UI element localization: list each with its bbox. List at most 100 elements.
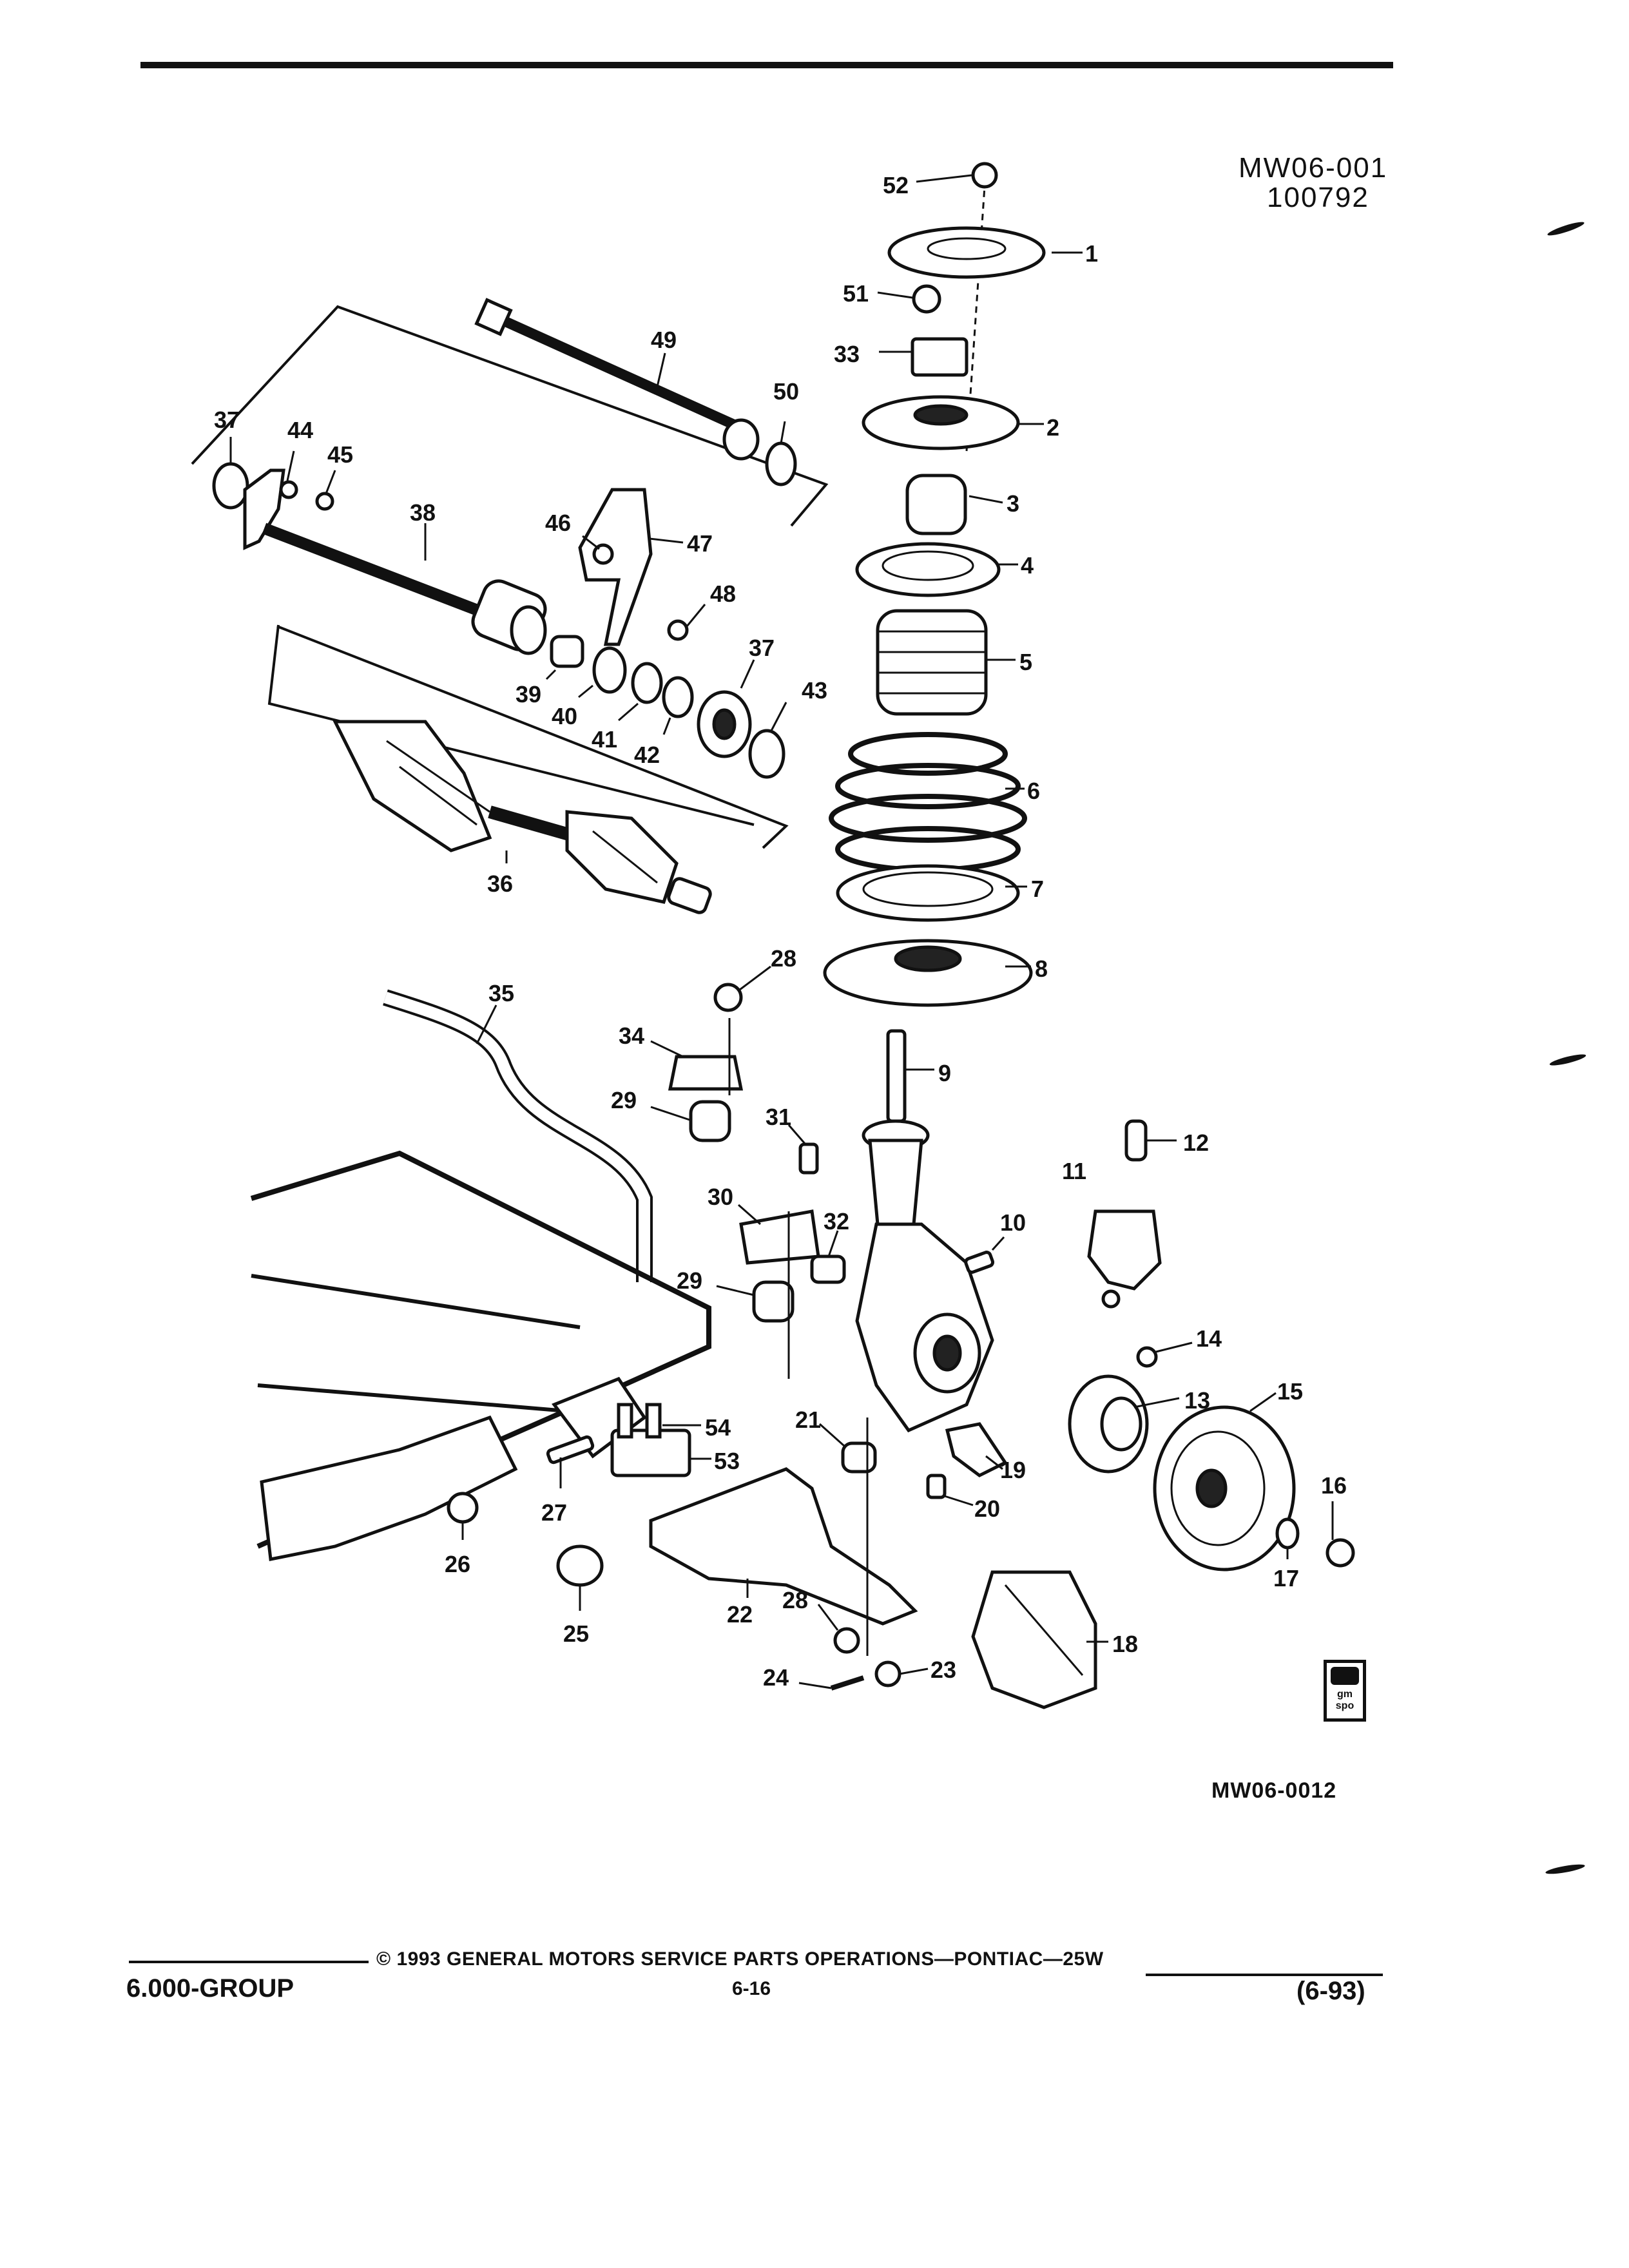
- part-42-ring: [662, 676, 694, 718]
- part-47-bracket: [578, 488, 653, 646]
- callout-5: 5: [1019, 649, 1032, 675]
- part-14-bolt: [1136, 1346, 1158, 1368]
- callout-15: 15: [1277, 1378, 1303, 1405]
- part-22-lower-control-arm: [649, 1467, 918, 1626]
- part-39-bushing: [550, 635, 584, 668]
- footer-date: (6-93): [1296, 1977, 1365, 2005]
- callout-33: 33: [834, 341, 860, 367]
- footer-rule-right: [1146, 1974, 1383, 1976]
- footer-rule-left: [129, 1961, 369, 1963]
- part-12-pin: [1124, 1119, 1148, 1162]
- callout-54: 54: [705, 1414, 731, 1441]
- part-40-washer: [592, 646, 627, 694]
- callout-6: 6: [1027, 778, 1040, 804]
- part-48-bolt: [667, 619, 689, 641]
- part-8-lower-seat: [823, 939, 1033, 1007]
- part-7-insulator: [836, 864, 1020, 922]
- part-28-nut-lower: [833, 1627, 860, 1654]
- footer-copyright: © 1993 GENERAL MOTORS SERVICE PARTS OPER…: [376, 1948, 1104, 1970]
- footer-page-number: 6-16: [732, 1978, 771, 1999]
- callout-1: 1: [1085, 240, 1098, 267]
- callout-28-upper: 28: [771, 945, 796, 972]
- callout-48: 48: [710, 581, 736, 607]
- callout-52: 52: [883, 172, 909, 198]
- callout-50: 50: [773, 378, 799, 405]
- callout-10: 10: [1000, 1209, 1026, 1236]
- callout-42: 42: [634, 742, 660, 768]
- figure-code: MW06-0012: [1211, 1778, 1337, 1803]
- part-43-retainer: [748, 729, 786, 779]
- part-30-bracket: [739, 1209, 820, 1265]
- callout-13: 13: [1184, 1387, 1210, 1414]
- part-52-nut: [971, 162, 998, 189]
- illustration-code: MW06-001: [1239, 152, 1388, 184]
- callout-21: 21: [795, 1407, 821, 1433]
- callout-32: 32: [824, 1208, 849, 1235]
- part-29-bushing-lower: [752, 1280, 795, 1323]
- callout-16: 16: [1321, 1472, 1347, 1499]
- illustration-date-code: 100792: [1267, 182, 1369, 213]
- callout-30: 30: [708, 1184, 733, 1210]
- callout-labels: 1 2 3 4 5 6 7 8 9 10 11 12 13 14: [214, 172, 1347, 1691]
- part-45-bolt: [315, 492, 334, 511]
- part-51-nut: [912, 284, 941, 314]
- callout-35: 35: [488, 980, 514, 1006]
- callout-43: 43: [802, 677, 827, 704]
- callout-18: 18: [1112, 1631, 1138, 1657]
- part-54-stud: [617, 1403, 633, 1439]
- callout-36: 36: [487, 870, 513, 897]
- callout-47: 47: [687, 530, 713, 557]
- part-5-dust-boot: [876, 609, 988, 716]
- part-29-bushing: [689, 1100, 731, 1142]
- callout-31: 31: [766, 1104, 791, 1130]
- part-9-strut: [862, 1029, 930, 1226]
- part-bracket: [243, 468, 285, 550]
- callout-44: 44: [287, 417, 313, 443]
- gm-spo-logo-text: gm spo: [1335, 1689, 1354, 1711]
- part-3-bumper: [905, 474, 967, 535]
- part-32-link: [810, 1254, 846, 1284]
- hub-brake-group: [926, 1119, 1355, 1709]
- callout-22: 22: [727, 1601, 753, 1628]
- drive-axle-group: [191, 298, 829, 914]
- callout-17: 17: [1273, 1565, 1299, 1591]
- callout-53: 53: [714, 1448, 740, 1474]
- part-1-mount-plate: [887, 226, 1046, 279]
- callout-28-lower: 28: [782, 1587, 808, 1613]
- part-6-coil-spring: [829, 732, 1027, 872]
- crossmember-group: [250, 983, 918, 1691]
- part-11-ball-joint: [1087, 1209, 1162, 1291]
- part-41-washer: [631, 662, 663, 704]
- part-20-bolt: [926, 1474, 947, 1499]
- callout-24: 24: [763, 1664, 789, 1691]
- part-18-caliper: [971, 1570, 1097, 1709]
- callout-23: 23: [930, 1657, 956, 1683]
- callout-29-upper: 29: [611, 1087, 637, 1113]
- callout-45: 45: [327, 441, 353, 468]
- callout-2: 2: [1046, 414, 1059, 441]
- part-19-shield: [945, 1422, 1008, 1477]
- strut-stack-group: [823, 162, 1046, 1433]
- part-17-washer: [1275, 1517, 1300, 1550]
- callout-29-lower: 29: [677, 1267, 702, 1294]
- callout-9: 9: [938, 1060, 951, 1086]
- callout-49: 49: [651, 327, 677, 353]
- part-49-intermediate-shaft: [474, 298, 760, 461]
- callout-40: 40: [552, 703, 577, 729]
- callout-4: 4: [1021, 552, 1034, 579]
- part-25-bushing: [556, 1544, 604, 1587]
- callout-37-lower: 37: [749, 635, 775, 661]
- part-crossmember: [260, 1415, 518, 1561]
- part-16-nut: [1325, 1538, 1355, 1568]
- callout-41: 41: [592, 726, 617, 753]
- part-31-bolt: [798, 1142, 819, 1175]
- callout-46: 46: [545, 510, 571, 536]
- part-44-washer: [279, 480, 298, 499]
- gm-spo-logo: gm spo: [1324, 1660, 1366, 1722]
- part-36-drive-axle: [332, 720, 712, 914]
- callout-25: 25: [563, 1620, 589, 1647]
- callout-38: 38: [410, 499, 436, 526]
- callout-39: 39: [516, 681, 541, 707]
